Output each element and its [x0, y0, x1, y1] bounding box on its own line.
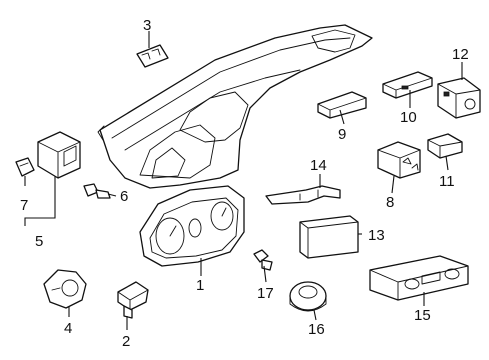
callout-11: 11 — [439, 173, 455, 190]
callout-labels: 3 12 10 9 11 8 14 13 7 5 6 1 4 2 17 16 1… — [20, 17, 469, 350]
clip-part-7 — [15, 157, 35, 177]
display-part-13 — [299, 215, 359, 259]
screw-part-6 — [83, 183, 111, 199]
callout-4: 4 — [64, 320, 72, 337]
callout-13: 13 — [368, 227, 385, 244]
switch-part-3 — [136, 44, 169, 68]
switch-part-12 — [437, 77, 481, 119]
callout-16: 16 — [308, 321, 325, 338]
wiring-part-14 — [265, 185, 341, 205]
dashboard-panel — [97, 24, 373, 189]
callout-12: 12 — [452, 46, 469, 63]
callout-1: 1 — [196, 277, 204, 294]
switch-part-4 — [43, 269, 87, 309]
callout-3: 3 — [143, 17, 151, 34]
callout-8: 8 — [386, 194, 394, 211]
callout-15: 15 — [414, 307, 431, 324]
callout-5: 5 — [35, 233, 43, 250]
callout-9: 9 — [338, 126, 346, 143]
callout-6: 6 — [120, 188, 128, 205]
callout-17: 17 — [257, 285, 274, 302]
climate-panel-part-15 — [369, 255, 469, 301]
screw-part-17 — [253, 249, 273, 271]
knob-part-16 — [289, 281, 327, 312]
switch-part-11 — [427, 133, 463, 159]
callout-10: 10 — [400, 109, 417, 126]
switch-part-5 — [37, 131, 81, 179]
switch-bar-part-9 — [317, 91, 367, 119]
callout-2: 2 — [122, 333, 130, 350]
callout-14: 14 — [310, 157, 327, 174]
callout-7: 7 — [20, 197, 28, 214]
switch-bar-part-10 — [382, 71, 433, 99]
switch-part-8 — [377, 141, 421, 179]
sensor-part-2 — [117, 281, 149, 319]
instrument-cluster-part-1 — [139, 185, 245, 267]
leader-lines — [24, 31, 463, 330]
